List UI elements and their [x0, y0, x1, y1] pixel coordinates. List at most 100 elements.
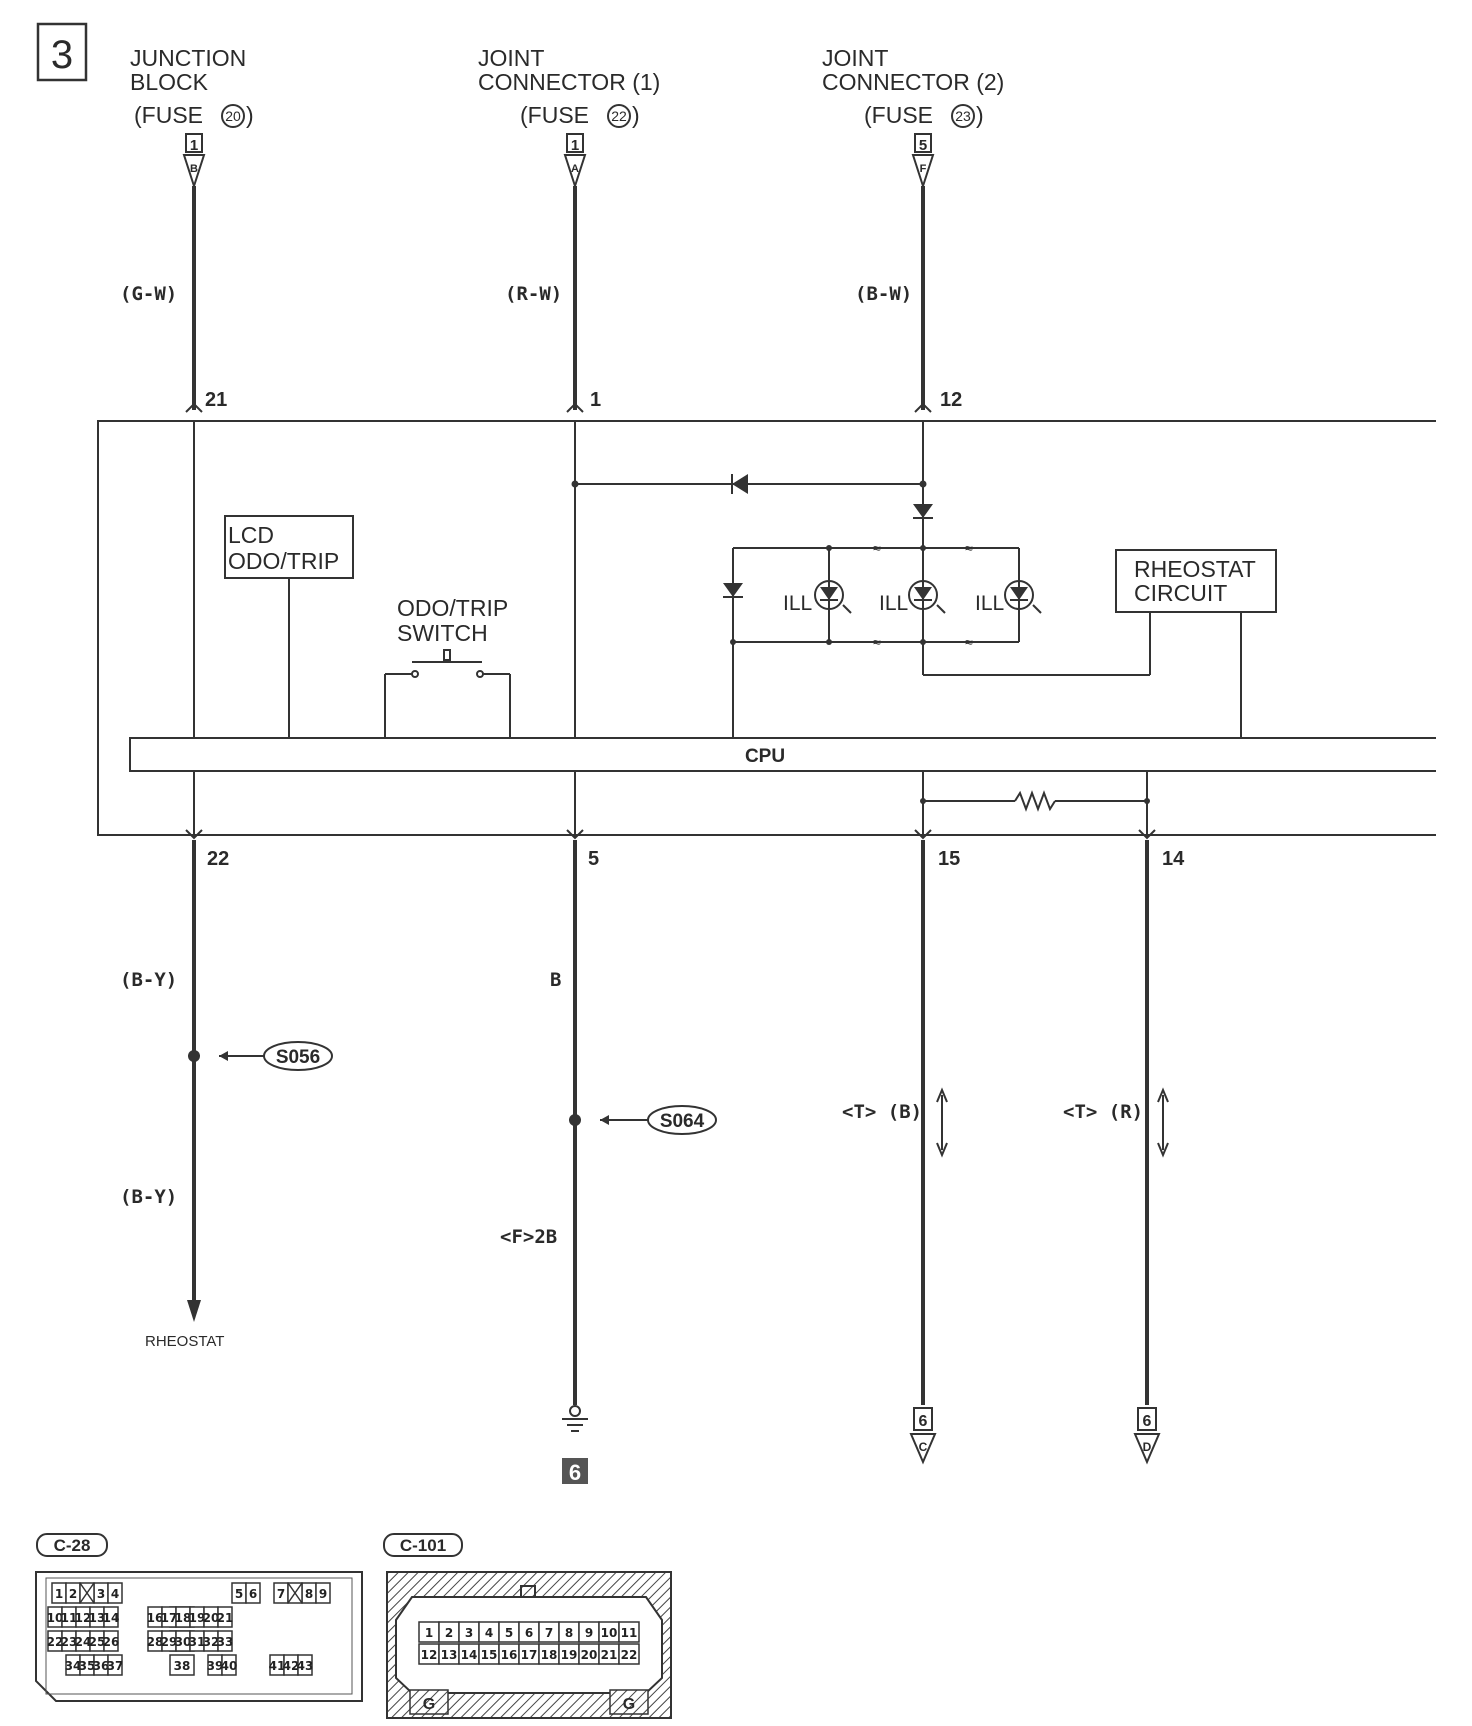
output-2-wire1: B	[550, 969, 561, 991]
connector-number-box	[566, 133, 584, 153]
connector-c28: C-28 12345678910111213141516171819202122…	[35, 1533, 363, 1702]
connector-arrow-icon	[1133, 1433, 1161, 1465]
c101-pin: 9	[585, 1626, 593, 1640]
c28-pin: 28	[147, 1635, 164, 1649]
output-2-wire2: <F>2B	[500, 1226, 557, 1248]
c28-pin: 37	[107, 1659, 124, 1673]
c101-label: C-101	[400, 1536, 446, 1555]
diode-icon	[913, 504, 933, 518]
page-number: 3	[51, 33, 73, 77]
source-3-fuse-num: 23	[955, 108, 971, 124]
output-3-conn-num: 6	[919, 1413, 928, 1430]
connector-arrow-icon	[911, 154, 935, 190]
c28-pin: 31	[189, 1635, 206, 1649]
output-4-pin: 14	[1162, 848, 1185, 870]
connector-number-box	[1137, 1407, 1157, 1431]
c28-pin: 7	[277, 1587, 285, 1601]
source-2-wire: (R-W)	[505, 283, 562, 305]
meter-outline	[97, 420, 1436, 836]
c28-pin: 41	[269, 1659, 286, 1673]
output-1-pin: 22	[207, 848, 229, 870]
c28-pin: 20	[203, 1611, 220, 1625]
ill-label: ILL	[783, 592, 812, 615]
lcd-line1: LCD	[228, 522, 274, 548]
source-1-conn-num: 1	[190, 137, 198, 154]
diode-icon	[723, 583, 743, 597]
c28-pin: 5	[235, 1587, 243, 1601]
output-3-wire: <T> (B)	[842, 1101, 922, 1123]
source-1-fuse-close: )	[246, 102, 254, 128]
c101-pin: 3	[465, 1626, 473, 1640]
output-4-wire: <T> (R)	[1063, 1101, 1143, 1123]
c28-pin: 16	[147, 1611, 164, 1625]
illumination-led-icon	[908, 580, 946, 614]
illumination-led-icon	[1004, 580, 1042, 614]
c101-pin: 12	[421, 1648, 438, 1662]
c28-pin: 18	[175, 1611, 192, 1625]
c28-pin: 26	[103, 1635, 120, 1649]
c28-pin: 3	[97, 1587, 105, 1601]
c28-pin: 40	[221, 1659, 238, 1673]
break-mark: ≈	[965, 634, 973, 650]
source-2-fuse-close: )	[632, 102, 640, 128]
c28-pin: 13	[89, 1611, 106, 1625]
c28-pin: 35	[79, 1659, 96, 1673]
c28-pin: 12	[75, 1611, 92, 1625]
source-1-fuse-text: (FUSE	[134, 102, 203, 128]
illumination-led-icon	[814, 580, 852, 614]
source-2-conn-num: 1	[571, 137, 579, 154]
source-joint-connector-1: JOINT CONNECTOR (1) (FUSE 22 ) 1 A (R-W)…	[478, 45, 660, 411]
fuse-number-circle	[607, 104, 631, 128]
c101-pin: 10	[601, 1626, 618, 1640]
source-1-name-line2: BLOCK	[130, 69, 209, 95]
c28-pin: 14	[103, 1611, 120, 1625]
splice-icon	[188, 1050, 200, 1062]
c28-pin: 39	[207, 1659, 224, 1673]
c101-pin: 6	[525, 1626, 533, 1640]
c101-pin: 7	[545, 1626, 553, 1640]
splice-icon	[569, 1114, 581, 1126]
c28-pin: 17	[161, 1611, 178, 1625]
c101-ground-left: G	[423, 1696, 435, 1713]
c101-pin: 22	[621, 1648, 638, 1662]
output-pin-5: 5 B S064 <F>2B 6	[500, 840, 717, 1485]
splice-label-ellipse	[647, 1105, 717, 1135]
output-1-wire2: (B-Y)	[120, 1186, 177, 1208]
rheostat-line1: RHEOSTAT	[1134, 556, 1256, 582]
output-1-splice: S056	[276, 1047, 320, 1068]
source-2-pin: 1	[590, 389, 601, 411]
output-pin-15: 15 <T> (B) 6 C	[842, 840, 960, 1465]
output-2-splice: S064	[660, 1111, 705, 1132]
connector-number-box	[913, 1407, 933, 1431]
connector-number-box	[914, 133, 932, 153]
output-3-pin: 15	[938, 848, 960, 870]
source-2-fuse-num: 22	[611, 108, 627, 124]
output-2-ground-ref: 6	[569, 1460, 581, 1485]
output-pin-14: 14 <T> (R) 6 D	[1063, 840, 1185, 1465]
switch-line2: SWITCH	[397, 620, 488, 646]
c28-pin: 1	[55, 1587, 63, 1601]
break-mark: ≈	[873, 540, 881, 556]
c28-pin: 6	[249, 1587, 257, 1601]
ground-icon	[562, 1405, 588, 1432]
odo-trip-switch-icon	[384, 649, 511, 738]
c28-pin: 38	[174, 1659, 191, 1673]
c28-label: C-28	[54, 1536, 91, 1555]
c101-pin: 13	[441, 1648, 458, 1662]
c28-pin: 19	[189, 1611, 206, 1625]
connector-arrow-icon	[563, 154, 587, 190]
c101-pin: 18	[541, 1648, 558, 1662]
connector-arrow-icon	[909, 1433, 937, 1465]
cpu-label: CPU	[745, 746, 785, 767]
source-junction-block: JUNCTION BLOCK (FUSE 20 ) 1 B (G-W) 21	[120, 45, 254, 411]
output-4-conn-letter: D	[1143, 1440, 1152, 1454]
output-1-wire1: (B-Y)	[120, 969, 177, 991]
c28-pin: 42	[283, 1659, 300, 1673]
source-2-name-line2: CONNECTOR (1)	[478, 69, 660, 95]
source-1-name-line1: JUNCTION	[130, 45, 246, 71]
c28-pin: 36	[93, 1659, 110, 1673]
break-mark: ≈	[873, 634, 881, 650]
source-1-conn-letter: B	[190, 163, 198, 175]
fuse-number-circle	[221, 104, 245, 128]
